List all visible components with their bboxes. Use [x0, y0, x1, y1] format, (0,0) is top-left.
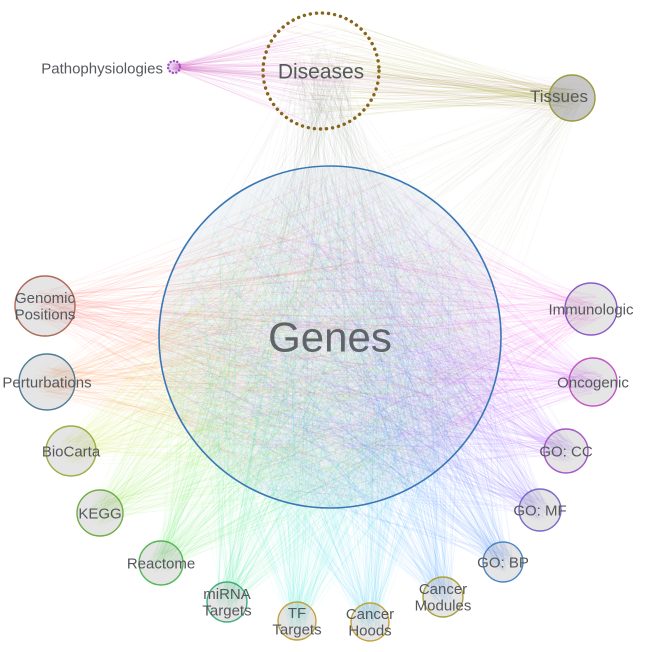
node-circle-go_cc[interactable] — [543, 428, 589, 474]
node-label-line: GO: BP — [477, 554, 529, 571]
node-circle-immunologic[interactable] — [564, 282, 618, 336]
node-circle-tissues[interactable] — [548, 74, 596, 122]
node-label-pathophysiologies: Pathophysiologies — [41, 60, 163, 77]
node-circle-reactome[interactable] — [138, 540, 184, 586]
node-circle-cancer_hoods[interactable] — [350, 602, 390, 642]
node-label-line: Genes — [268, 314, 392, 361]
node-circle-pathophysiologies[interactable] — [166, 59, 182, 75]
edge-fan-go_bp-to-genes — [175, 178, 515, 573]
edge-fan-reactome-to-genes — [148, 184, 485, 574]
node-label-perturbations: Perturbations — [2, 374, 91, 391]
node-circle-mirna_targets[interactable] — [206, 581, 248, 623]
node-label-go_cc: GO: CC — [539, 443, 593, 460]
edge-fan-diseases-to-genes — [165, 41, 489, 499]
node-oncogenic[interactable]: Oncogenic — [557, 357, 629, 407]
node-label-biocarta: BioCarta — [42, 443, 101, 460]
node-label-line: TF — [288, 605, 306, 622]
edge-fan-cancer_modules-to-genes — [173, 181, 489, 608]
node-label-immunologic: Immunologic — [548, 301, 634, 318]
node-biocarta[interactable]: BioCarta — [42, 425, 101, 477]
node-label-line: Modules — [415, 598, 472, 615]
node-label-line: Genomic — [15, 290, 76, 307]
node-circle-perturbations[interactable] — [18, 353, 76, 411]
node-label-line: Cancer — [346, 606, 394, 623]
edge-fan-go_cc-to-genes — [178, 188, 579, 495]
node-label-line: Perturbations — [2, 374, 91, 391]
node-circle-tf_targets[interactable] — [277, 601, 317, 641]
node-perturbations[interactable]: Perturbations — [2, 353, 92, 411]
node-label-go_bp: GO: BP — [477, 554, 529, 571]
node-circle-kegg[interactable] — [76, 489, 124, 537]
edge-fan-genes-to-genes — [165, 174, 493, 497]
node-label-line: Pathophysiologies — [41, 60, 163, 77]
genes-disk-fill — [159, 166, 501, 508]
node-label-line: miRNA — [203, 586, 251, 603]
node-label-line: BioCarta — [42, 443, 101, 460]
edge-fan-perturbations-to-genes — [31, 179, 478, 498]
node-label-line: Tissues — [530, 87, 588, 106]
node-go_mf[interactable]: GO: MF — [513, 488, 567, 532]
node-label-line: Cancer — [419, 581, 467, 598]
node-label-line: KEGG — [78, 505, 121, 522]
node-circle-genes[interactable] — [158, 165, 502, 509]
node-immunologic[interactable]: Immunologic — [548, 282, 634, 336]
node-label-line: Hoods — [348, 623, 391, 640]
node-label-go_mf: GO: MF — [513, 502, 566, 519]
node-label-oncogenic: Oncogenic — [557, 374, 629, 391]
node-label-line: GO: CC — [539, 443, 593, 460]
node-label-tissues: Tissues — [530, 87, 588, 106]
node-circle-oncogenic[interactable] — [568, 357, 618, 407]
edge-fan-tissues-to-genes — [170, 85, 585, 491]
node-circle-cancer_modules[interactable] — [422, 576, 464, 618]
nodes-layer: Genes Diseases PathophysiologiesTissuesGen… — [2, 11, 634, 642]
node-label-line: Immunologic — [548, 301, 634, 318]
node-diseases[interactable]: Diseases — [261, 11, 381, 131]
edge-fan-oncogenic-to-genes — [165, 175, 606, 494]
node-circle-go_mf[interactable] — [518, 488, 562, 532]
edge-fan-tissues-to-diseases — [265, 21, 584, 120]
node-label-line: Targets — [272, 622, 321, 639]
node-go_bp[interactable]: GO: BP — [477, 541, 529, 583]
node-label-line: Positions — [15, 307, 76, 324]
node-label-line: Targets — [202, 603, 251, 620]
node-go_cc[interactable]: GO: CC — [539, 428, 593, 474]
node-circle-diseases[interactable] — [261, 11, 381, 131]
node-label-diseases: Diseases — [278, 60, 364, 83]
edge-bundles — [28, 20, 606, 633]
edge-fan-cancer_hoods-to-genes — [174, 191, 490, 633]
node-kegg[interactable]: KEGG — [76, 489, 124, 537]
edge-fan-mirna_targets-to-genes — [168, 178, 485, 613]
edge-fan-biocarta-to-genes — [58, 182, 489, 489]
edge-fan-tf_targets-to-genes — [173, 192, 474, 631]
node-reactome[interactable]: Reactome — [127, 540, 195, 586]
node-label-line: Oncogenic — [557, 374, 629, 391]
node-label-genes: Genes — [268, 314, 392, 361]
edge-fan-kegg-to-genes — [88, 173, 486, 526]
node-circle-genomic_positions[interactable] — [14, 275, 76, 337]
edge-fan-immunologic-to-genes — [179, 179, 606, 495]
node-label-line: Reactome — [127, 555, 195, 572]
node-circle-biocarta[interactable] — [45, 425, 97, 477]
edge-fan-pathophysiologies-to-diseases — [171, 20, 373, 126]
node-pathophysiologies[interactable]: Pathophysiologies — [41, 59, 182, 77]
node-label-line: GO: MF — [513, 502, 566, 519]
node-genes[interactable]: Genes — [158, 165, 502, 509]
node-circle-go_bp[interactable] — [482, 541, 524, 583]
edge-fan-genomic_positions-to-genes — [28, 174, 494, 499]
node-label-line: Diseases — [278, 60, 364, 83]
node-label-reactome: Reactome — [127, 555, 195, 572]
node-tissues[interactable]: Tissues — [530, 74, 596, 122]
node-label-kegg: KEGG — [78, 505, 121, 522]
